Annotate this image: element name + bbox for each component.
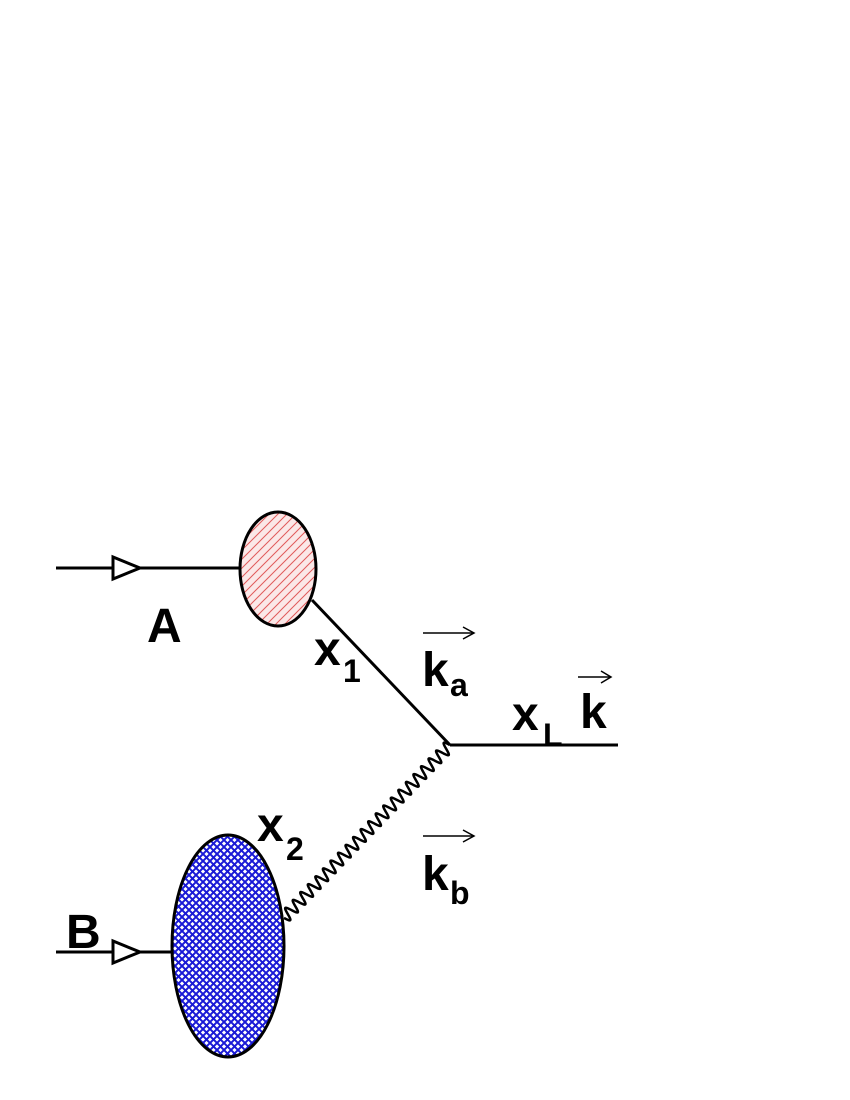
- label-k: k: [580, 686, 607, 739]
- arrow-b-icon: [111, 938, 144, 966]
- arrow-a-icon: [111, 554, 144, 582]
- label-ka-subscript: a: [450, 667, 468, 703]
- label-kb: k: [422, 848, 449, 901]
- label-x2-subscript: 2: [286, 831, 304, 867]
- label-xl: x: [512, 688, 539, 741]
- label-ka: k: [422, 644, 449, 697]
- label-a: A: [147, 600, 182, 653]
- label-x2: x: [257, 799, 284, 852]
- label-b: B: [66, 906, 101, 959]
- vector-arrowhead-k-icon: [600, 670, 613, 684]
- label-x1: x: [314, 623, 341, 676]
- label-x1-subscript: 1: [343, 653, 361, 689]
- blob-a: [238, 510, 318, 628]
- parton-line-x1: [310, 598, 452, 747]
- label-xl-subscript: L: [543, 717, 563, 753]
- vector-arrowhead-ka-icon: [462, 626, 476, 640]
- gluon-line-x2: [283, 741, 451, 922]
- label-kb-subscript: b: [450, 875, 470, 911]
- vector-arrowhead-kb-icon: [462, 829, 476, 843]
- blob-b: [170, 833, 286, 1059]
